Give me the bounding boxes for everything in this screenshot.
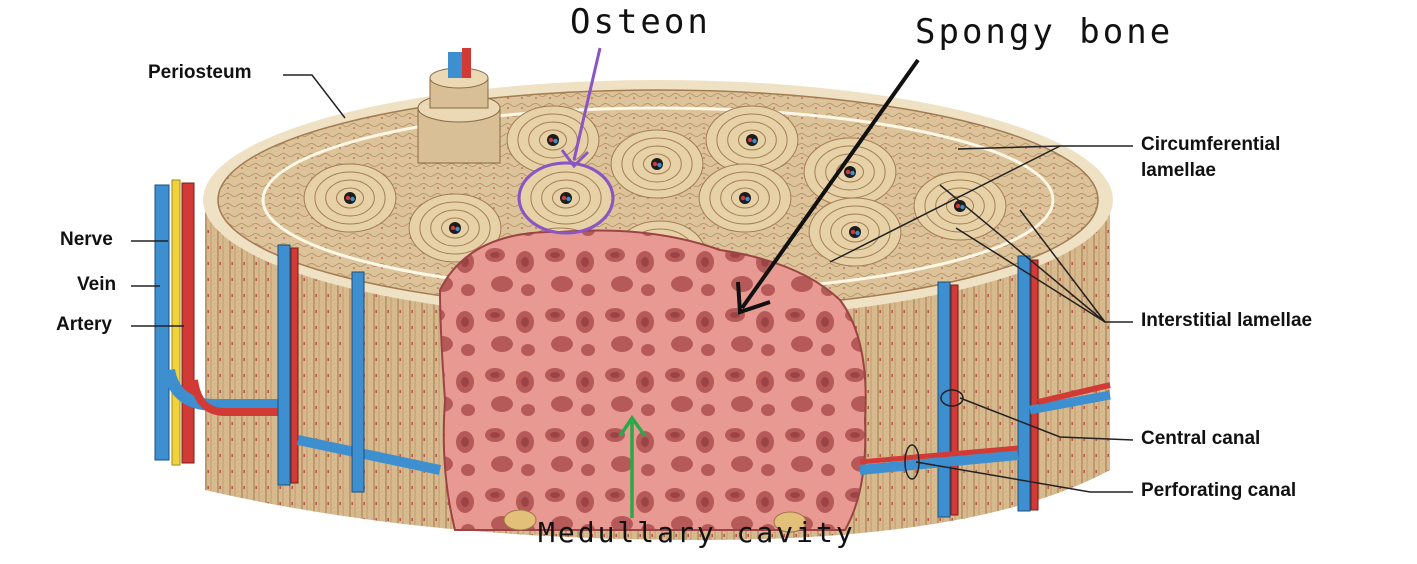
spongy-bone-arrow xyxy=(740,58,920,310)
label-periosteum: Periosteum xyxy=(148,62,252,83)
osteon-arrow xyxy=(572,47,602,161)
handwritten-spongy-bone: Spongy bone xyxy=(915,12,1174,52)
leader-lines xyxy=(131,74,1134,493)
osteon xyxy=(303,163,397,233)
label-perforating-canal: Perforating canal xyxy=(1141,480,1297,501)
label-central-canal: Central canal xyxy=(1141,428,1261,449)
label-artery: Artery xyxy=(56,314,112,335)
left-vessels xyxy=(154,179,442,493)
osteon-highlight-circle xyxy=(517,161,615,235)
label-interstitial-lamellae: Interstitial lamellae xyxy=(1141,310,1313,331)
osteon-3d-cylinder xyxy=(417,48,501,164)
osteon xyxy=(705,105,799,175)
osteon xyxy=(803,137,897,207)
label-nerve: Nerve xyxy=(60,229,113,250)
osteon xyxy=(698,163,792,233)
spongy-bone xyxy=(438,229,867,531)
label-lamellae: lamellae xyxy=(1141,160,1216,181)
label-vein: Vein xyxy=(77,274,117,295)
osteon xyxy=(610,129,704,199)
osteon xyxy=(913,171,1007,241)
handwritten-medullary-cavity: Medullary cavity xyxy=(538,516,856,549)
right-vessels xyxy=(859,255,1111,518)
osteon xyxy=(408,193,502,263)
handwritten-osteon: Osteon xyxy=(570,2,711,42)
label-circumferential: Circumferential xyxy=(1141,134,1281,155)
osteon xyxy=(808,197,902,267)
